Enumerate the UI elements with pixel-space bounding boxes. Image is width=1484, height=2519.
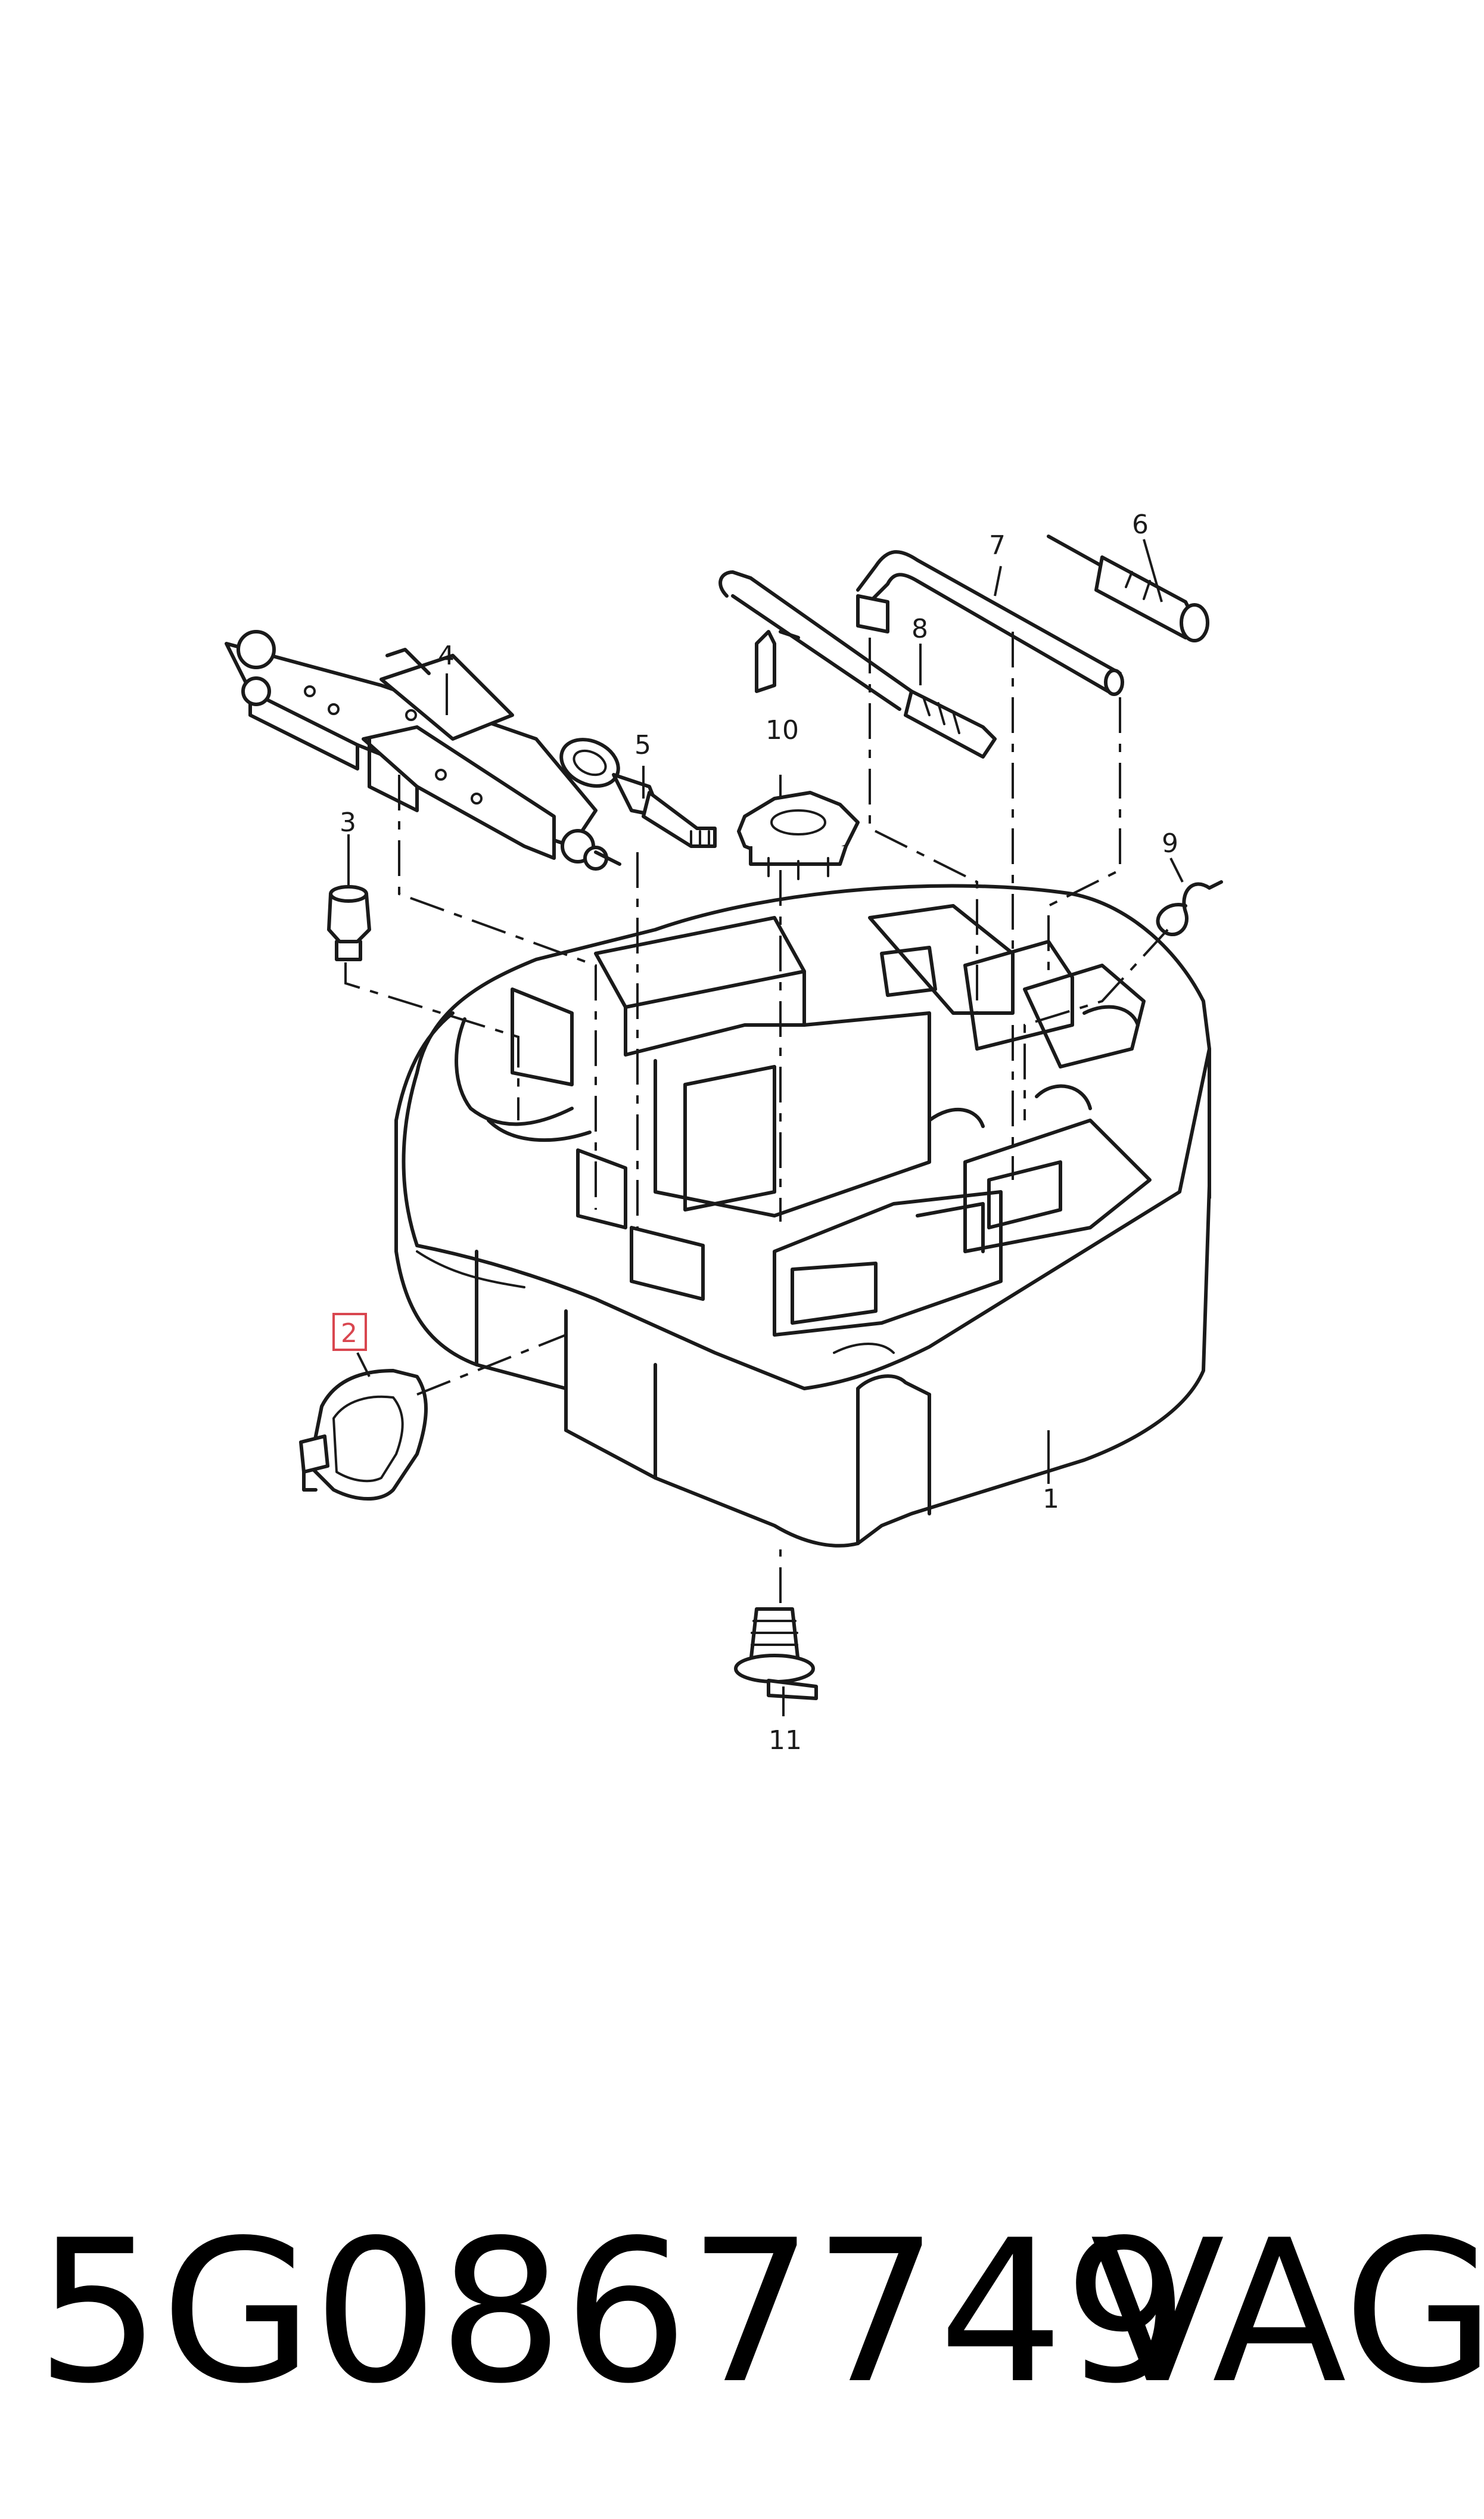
callout-4: 4: [438, 641, 455, 671]
callout-10: 10: [766, 715, 799, 746]
brand-caption: VAG: [1090, 2198, 1484, 2427]
tool-tray-foam-insert: [394, 884, 1211, 1548]
car-jack: [225, 630, 621, 871]
callout-5: 5: [634, 730, 651, 760]
retaining-spring-clip: [1156, 880, 1223, 936]
callout-2[interactable]: 2: [341, 1318, 357, 1349]
hub-nut-retainer: [737, 791, 860, 880]
trim-cover: [299, 1369, 428, 1501]
screwdriver: [718, 570, 997, 759]
callout-9: 9: [1162, 828, 1178, 859]
towing-eye: [559, 738, 717, 848]
callout-3: 3: [340, 807, 356, 838]
leader-lines: [347, 539, 1184, 1716]
wheel-brace: [856, 550, 1124, 696]
callout-7: 7: [989, 530, 1006, 561]
anti-theft-bolt-adapter: [327, 885, 371, 961]
callout-1: 1: [1043, 1484, 1059, 1514]
part-number-caption: 5G0867749: [36, 2198, 1189, 2427]
assembly-lines: [344, 632, 1169, 1603]
callout-labels: 1 2 3 4 5 6 7 8 9 10 11: [332, 510, 1178, 1756]
callout-8: 8: [911, 614, 928, 644]
callout-2-highlight-box: [332, 1313, 367, 1351]
callout-6: 6: [1132, 510, 1149, 540]
wing-bolt: [734, 1607, 818, 1700]
socket-extension: [1047, 535, 1209, 642]
callout-11: 11: [769, 1725, 802, 1756]
